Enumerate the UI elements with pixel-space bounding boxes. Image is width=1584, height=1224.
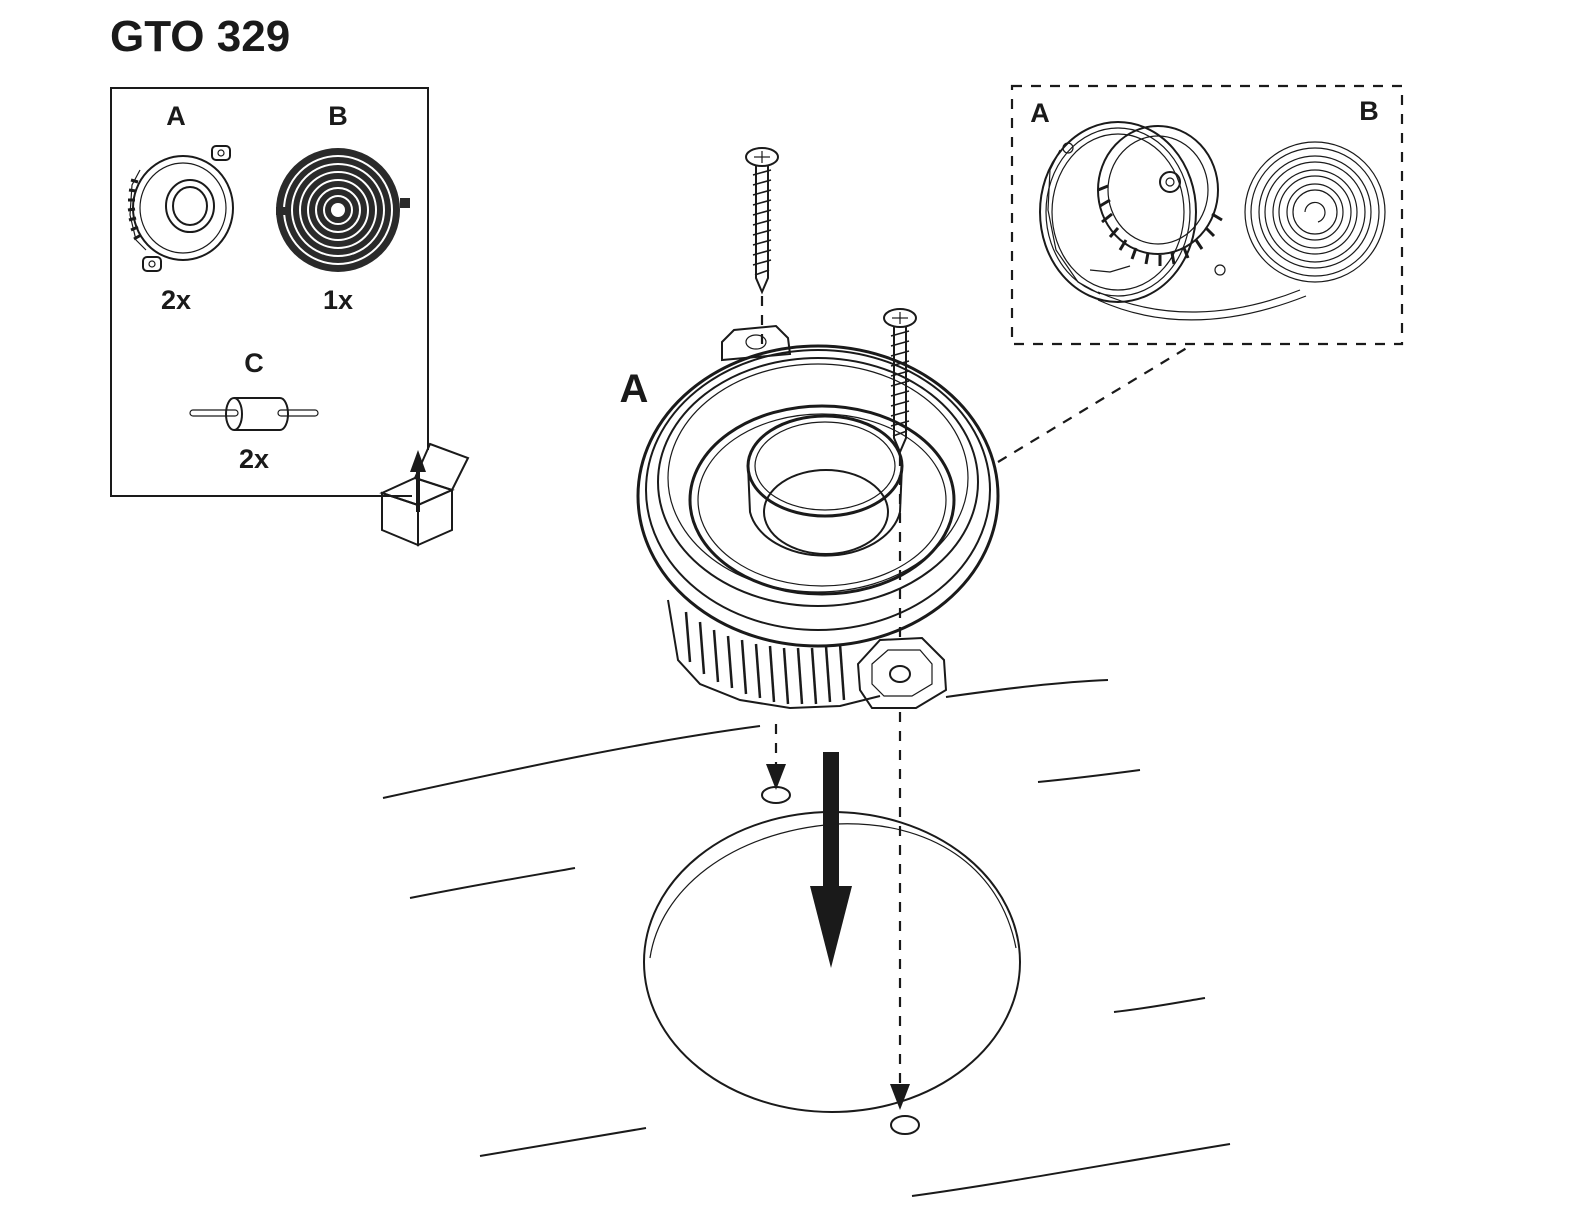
inset-label-b: B [1359, 96, 1379, 126]
part-a-letter: A [166, 101, 186, 131]
gasket-spiral-outline-icon [1098, 142, 1385, 320]
screw-right-arrowhead [890, 1084, 910, 1110]
surface-line-4 [410, 868, 575, 898]
capacitor-icon [190, 398, 318, 430]
screw-left-icon [746, 148, 778, 292]
parts-list-box: A [111, 88, 468, 545]
surface-line-6 [480, 1128, 646, 1156]
parts-box-frame [111, 88, 428, 496]
detail-inset: A B [1012, 86, 1402, 344]
surface-line-7 [912, 1144, 1230, 1196]
surface-line-3 [1038, 770, 1140, 782]
part-a-quantity: 2x [161, 285, 191, 315]
unpack-box-icon [382, 444, 468, 545]
surface-line-2 [946, 680, 1108, 697]
inset-label-a: A [1030, 98, 1050, 128]
surface-line-1 [383, 726, 760, 798]
part-b-letter: B [328, 101, 348, 131]
coaxial-speaker-icon [128, 146, 233, 271]
part-c-letter: C [244, 348, 264, 378]
insert-direction-arrow [810, 752, 852, 968]
part-b-quantity: 1x [323, 285, 353, 315]
screw-hole-right [891, 1116, 919, 1134]
surface-line-5 [1114, 998, 1205, 1012]
detail-leader-line [998, 346, 1190, 462]
foam-gasket-spiral-icon [276, 148, 410, 272]
speaker-label-a: A [620, 367, 649, 411]
mounting-surface [383, 680, 1230, 1196]
detail-inset-frame [1012, 86, 1402, 344]
speaker-with-gasket-icon [1040, 122, 1225, 302]
coaxial-speaker-main [638, 326, 998, 708]
part-c-quantity: 2x [239, 444, 269, 474]
